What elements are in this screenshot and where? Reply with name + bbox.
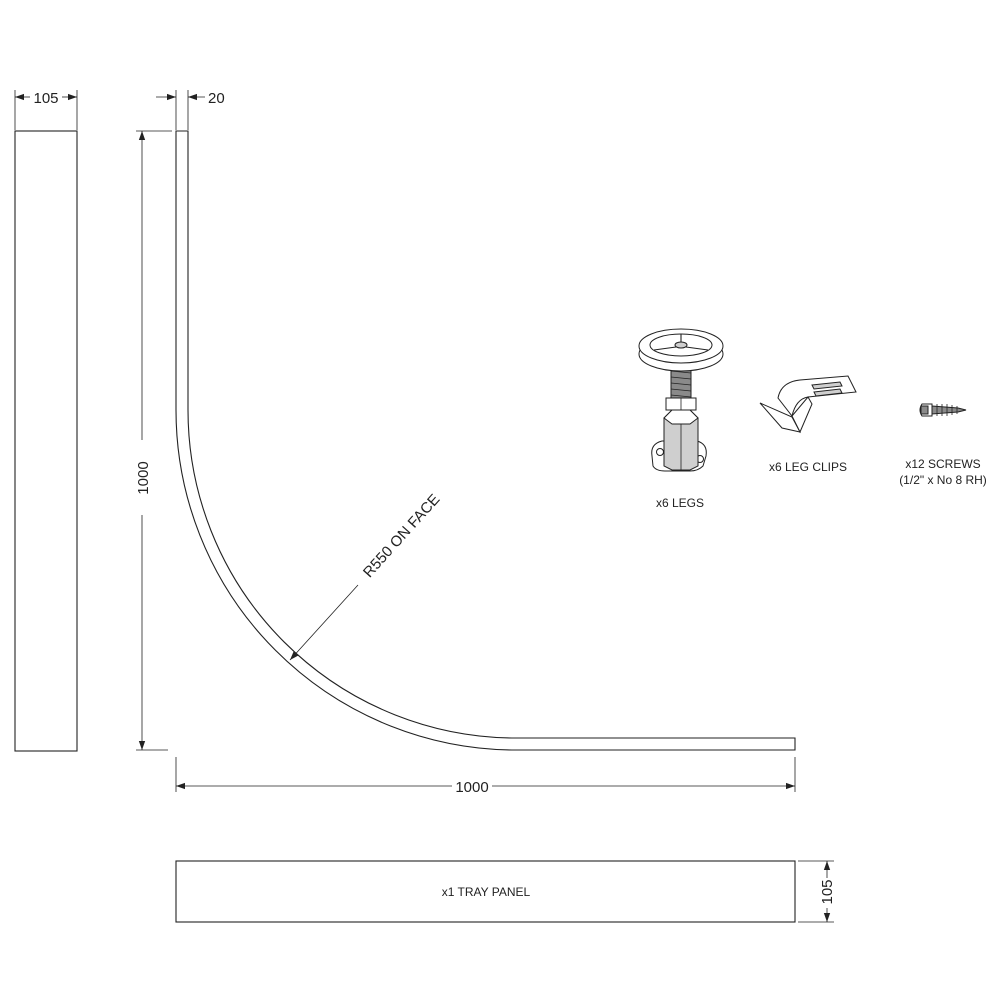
radius-annotation: R550 ON FACE [289, 491, 443, 661]
height-label: 1000 [135, 461, 152, 494]
side-panel [14, 130, 78, 752]
leg-clip-icon [759, 375, 857, 434]
leg-icon [638, 328, 724, 472]
width-dimension: 1000 [175, 757, 796, 796]
tray-panel-label: x1 TRAY PANEL [442, 885, 531, 899]
tray-panel: x1 TRAY PANEL [175, 860, 796, 923]
height-dimension: 1000 [135, 130, 172, 751]
legs-label: x6 LEGS [656, 496, 704, 510]
screw-icon [919, 403, 967, 417]
leg-clips-label: x6 LEG CLIPS [769, 460, 847, 474]
tray-panel-height-dimension: 105 [798, 860, 836, 923]
profile-thickness-label: 20 [208, 90, 225, 107]
tray-panel-height-label: 105 [819, 879, 836, 904]
width-label: 1000 [455, 779, 488, 796]
side-panel-width-label: 105 [33, 90, 58, 107]
side-panel-width-dimension: 105 [14, 90, 78, 130]
screws-spec-label: (1/2" x No 8 RH) [899, 473, 987, 487]
quadrant-profile [175, 130, 796, 751]
radius-label: R550 ON FACE [360, 491, 443, 581]
screws-label: x12 SCREWS [905, 457, 980, 471]
profile-thickness-dimension: 20 [156, 90, 225, 130]
